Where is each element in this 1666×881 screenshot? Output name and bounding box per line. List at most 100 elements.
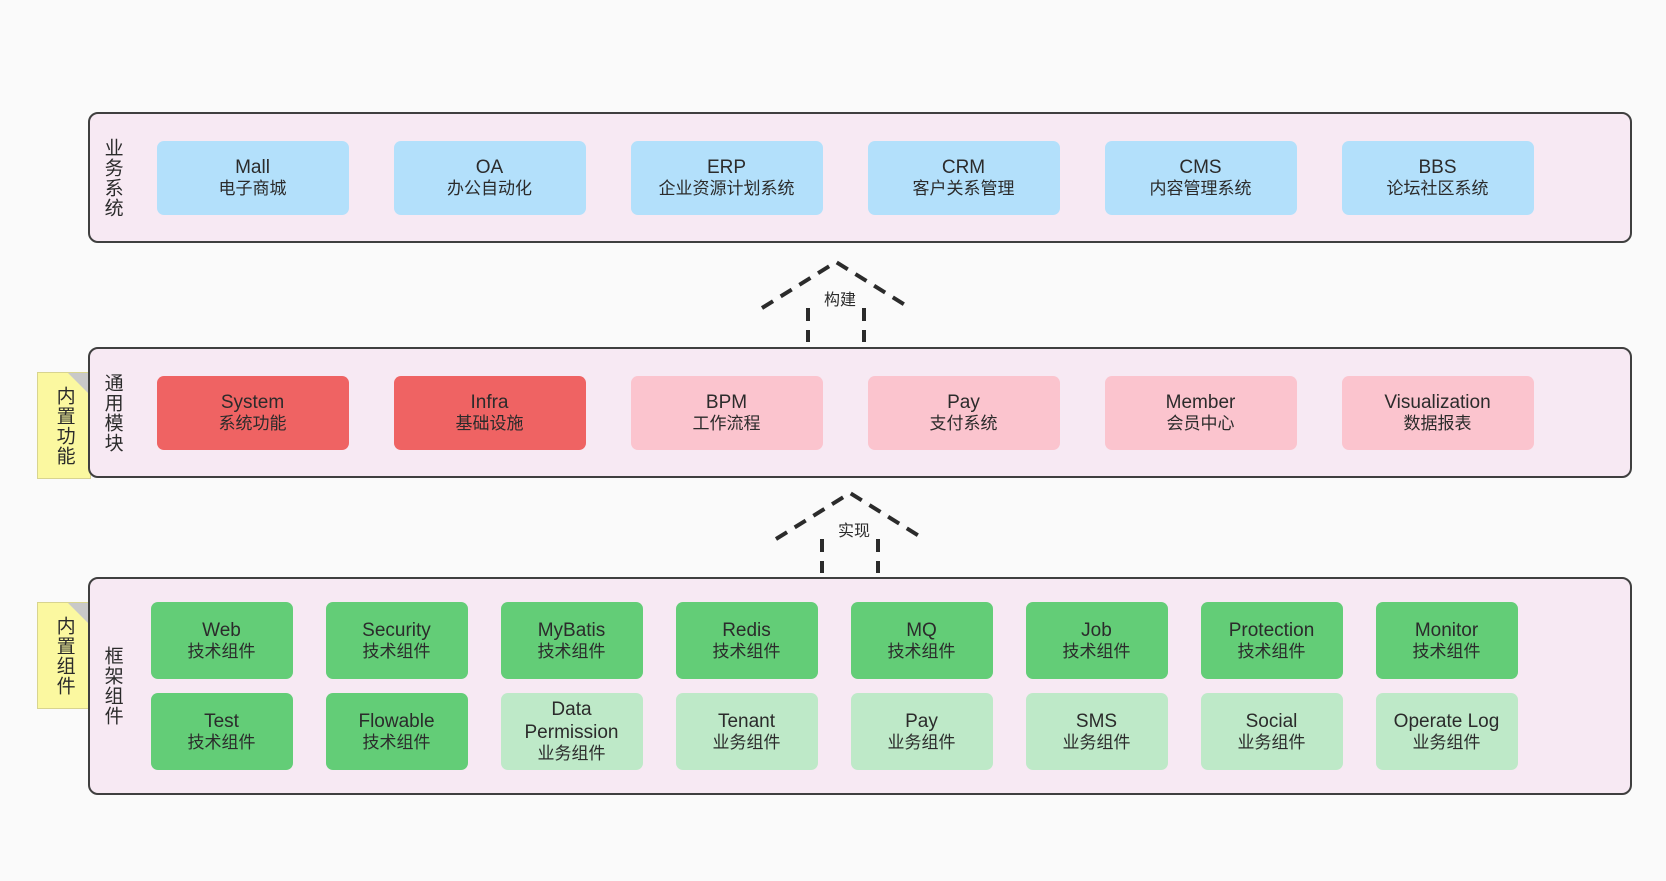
- card-protection[interactable]: Protection 技术组件: [1200, 602, 1343, 679]
- card-system[interactable]: System 系统功能: [156, 375, 349, 450]
- card-mall[interactable]: Mall 电子商城: [156, 140, 349, 215]
- card-title-en: MQ: [906, 619, 937, 641]
- layer-body-framework: Web 技术组件 Security 技术组件 MyBatis 技术组件: [134, 579, 1630, 793]
- card-title-cn: 技术组件: [187, 732, 256, 752]
- card-mybatis[interactable]: MyBatis 技术组件: [500, 602, 643, 679]
- layer-body-business: Mall 电子商城 OA 办公自动化 ERP 企业资源计划系统: [134, 114, 1630, 241]
- card-social[interactable]: Social 业务组件: [1200, 693, 1343, 770]
- card-cms[interactable]: CMS 内容管理系统: [1104, 140, 1297, 215]
- card-title-cn: 技术组件: [1412, 641, 1481, 661]
- card-slot: Mall 电子商城: [134, 140, 371, 215]
- card-title-cn: 技术组件: [712, 641, 781, 661]
- card-title-en: Monitor: [1414, 619, 1479, 641]
- card-test[interactable]: Test 技术组件: [150, 693, 293, 770]
- page-fold-icon: [68, 373, 90, 395]
- card-pay[interactable]: Pay 支付系统: [867, 375, 1060, 450]
- card-title-cn: 业务组件: [1237, 732, 1306, 752]
- connector-label-build: 构建: [824, 292, 857, 309]
- card-tenant[interactable]: Tenant 业务组件: [675, 693, 818, 770]
- note-label: 内置组件: [53, 615, 75, 696]
- card-title-cn: 业务组件: [537, 744, 606, 764]
- card-title-en: CMS: [1179, 156, 1222, 178]
- card-slot: Data Permission 业务组件: [484, 693, 659, 770]
- card-title-en: CRM: [941, 156, 986, 178]
- card-slot: MyBatis 技术组件: [484, 602, 659, 679]
- framework-business-row: Test 技术组件 Flowable 技术组件 Data Permission …: [134, 693, 1620, 770]
- card-crm[interactable]: CRM 客户关系管理: [867, 140, 1060, 215]
- card-monitor[interactable]: Monitor 技术组件: [1375, 602, 1518, 679]
- card-web[interactable]: Web 技术组件: [150, 602, 293, 679]
- card-slot: BBS 论坛社区系统: [1319, 140, 1556, 215]
- card-slot: CRM 客户关系管理: [845, 140, 1082, 215]
- arrowhead-open-up: [760, 259, 912, 310]
- card-title-en: Flowable: [358, 710, 435, 732]
- card-job[interactable]: Job 技术组件: [1025, 602, 1168, 679]
- card-title-cn: 业务组件: [712, 732, 781, 752]
- card-title-cn: 技术组件: [1062, 641, 1131, 661]
- page-fold-icon: [68, 603, 90, 625]
- card-mq[interactable]: MQ 技术组件: [850, 602, 993, 679]
- card-operate-log[interactable]: Operate Log 业务组件: [1375, 693, 1518, 770]
- card-title-cn: 会员中心: [1166, 413, 1235, 433]
- card-title-en: System: [220, 391, 285, 413]
- card-slot: OA 办公自动化: [371, 140, 608, 215]
- card-title-en: Infra: [470, 391, 509, 413]
- card-title-en: Pay: [905, 710, 938, 732]
- card-title-en: Social: [1245, 710, 1298, 732]
- card-title-cn: 技术组件: [537, 641, 606, 661]
- card-title-en: Tenant: [717, 710, 776, 732]
- common-card-row: System 系统功能 Infra 基础设施 BPM 工作流程: [134, 375, 1620, 450]
- card-slot: Pay 业务组件: [834, 693, 1009, 770]
- card-slot: Web 技术组件: [134, 602, 309, 679]
- card-slot: Infra 基础设施: [371, 375, 608, 450]
- card-title-cn: 业务组件: [1062, 732, 1131, 752]
- card-slot: CMS 内容管理系统: [1082, 140, 1319, 215]
- card-slot: Operate Log 业务组件: [1359, 693, 1534, 770]
- layer-title-business: 业务系统: [101, 137, 123, 218]
- connector-label-implement: 实现: [838, 523, 871, 540]
- card-bbs[interactable]: BBS 论坛社区系统: [1341, 140, 1534, 215]
- card-member[interactable]: Member 会员中心: [1104, 375, 1297, 450]
- card-title-en: Mall: [235, 156, 270, 178]
- card-title-en: BBS: [1418, 156, 1457, 178]
- card-title-en: Data Permission: [524, 698, 619, 744]
- card-flowable[interactable]: Flowable 技术组件: [325, 693, 468, 770]
- card-slot: Monitor 技术组件: [1359, 602, 1534, 679]
- card-title-en: Visualization: [1384, 391, 1491, 413]
- card-sms[interactable]: SMS 业务组件: [1025, 693, 1168, 770]
- card-slot: Member 会员中心: [1082, 375, 1319, 450]
- card-infra[interactable]: Infra 基础设施: [393, 375, 586, 450]
- card-slot: Protection 技术组件: [1184, 602, 1359, 679]
- card-title-en: Operate Log: [1393, 710, 1500, 732]
- card-pay-business[interactable]: Pay 业务组件: [850, 693, 993, 770]
- card-slot: Security 技术组件: [309, 602, 484, 679]
- layer-business-systems: 业务系统 Mall 电子商城 OA 办公自动化 ERP: [88, 112, 1632, 243]
- card-security[interactable]: Security 技术组件: [325, 602, 468, 679]
- card-visualization[interactable]: Visualization 数据报表: [1341, 375, 1534, 450]
- card-erp[interactable]: ERP 企业资源计划系统: [630, 140, 823, 215]
- card-slot: BPM 工作流程: [608, 375, 845, 450]
- card-oa[interactable]: OA 办公自动化: [393, 140, 586, 215]
- card-title-cn: 业务组件: [887, 732, 956, 752]
- card-data-permission[interactable]: Data Permission 业务组件: [500, 693, 643, 770]
- card-redis[interactable]: Redis 技术组件: [675, 602, 818, 679]
- connector-implement: 实现: [766, 487, 934, 575]
- card-title-en: BPM: [705, 391, 748, 413]
- card-slot: Tenant 业务组件: [659, 693, 834, 770]
- card-title-cn: 技术组件: [187, 641, 256, 661]
- card-title-en: SMS: [1075, 710, 1118, 732]
- card-title-en: ERP: [706, 156, 747, 178]
- card-bpm[interactable]: BPM 工作流程: [630, 375, 823, 450]
- card-slot: Visualization 数据报表: [1319, 375, 1556, 450]
- card-title-cn: 论坛社区系统: [1386, 178, 1489, 198]
- card-title-cn: 基础设施: [455, 413, 524, 433]
- card-title-en: MyBatis: [537, 619, 606, 641]
- layer-body-common: System 系统功能 Infra 基础设施 BPM 工作流程: [134, 349, 1630, 476]
- card-title-en: Job: [1081, 619, 1112, 641]
- card-title-cn: 办公自动化: [447, 178, 532, 198]
- card-slot: Social 业务组件: [1184, 693, 1359, 770]
- card-slot: Test 技术组件: [134, 693, 309, 770]
- card-slot: ERP 企业资源计划系统: [608, 140, 845, 215]
- card-title-cn: 电子商城: [218, 178, 287, 198]
